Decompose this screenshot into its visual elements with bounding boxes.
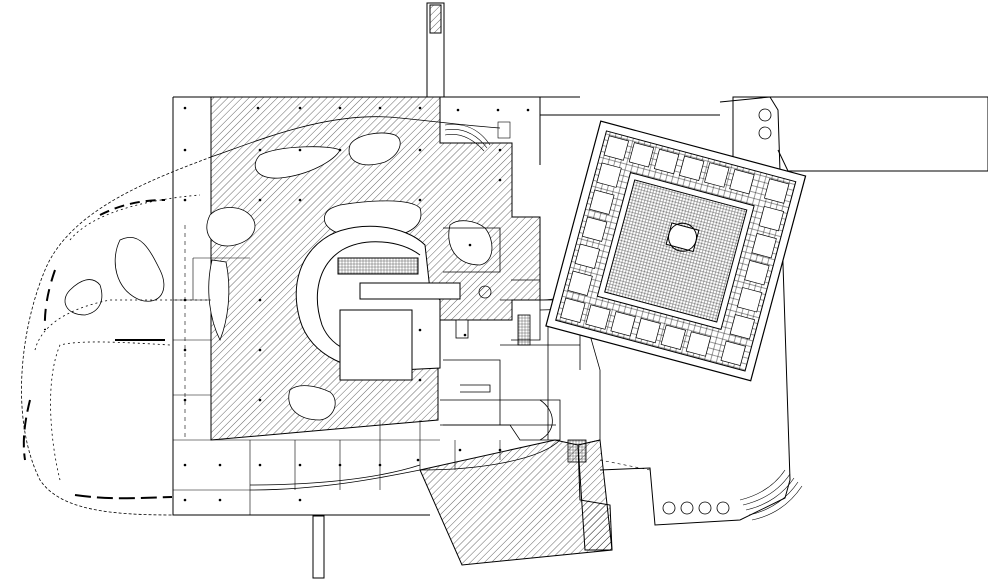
organic-walkway <box>21 116 501 516</box>
interior-walls <box>249 227 601 491</box>
column-markers <box>183 106 530 502</box>
structural-grid <box>173 225 501 515</box>
building-outline <box>172 96 988 526</box>
south-shaft <box>312 515 325 579</box>
central-auditorium <box>295 225 461 381</box>
landscape-islands <box>64 132 493 421</box>
north-stair <box>444 121 511 152</box>
column-circles <box>662 108 772 515</box>
north-shaft <box>426 2 445 98</box>
east-dashed-line <box>599 459 651 471</box>
curved-stair <box>739 469 803 521</box>
courtyard-pavilion <box>545 120 807 382</box>
